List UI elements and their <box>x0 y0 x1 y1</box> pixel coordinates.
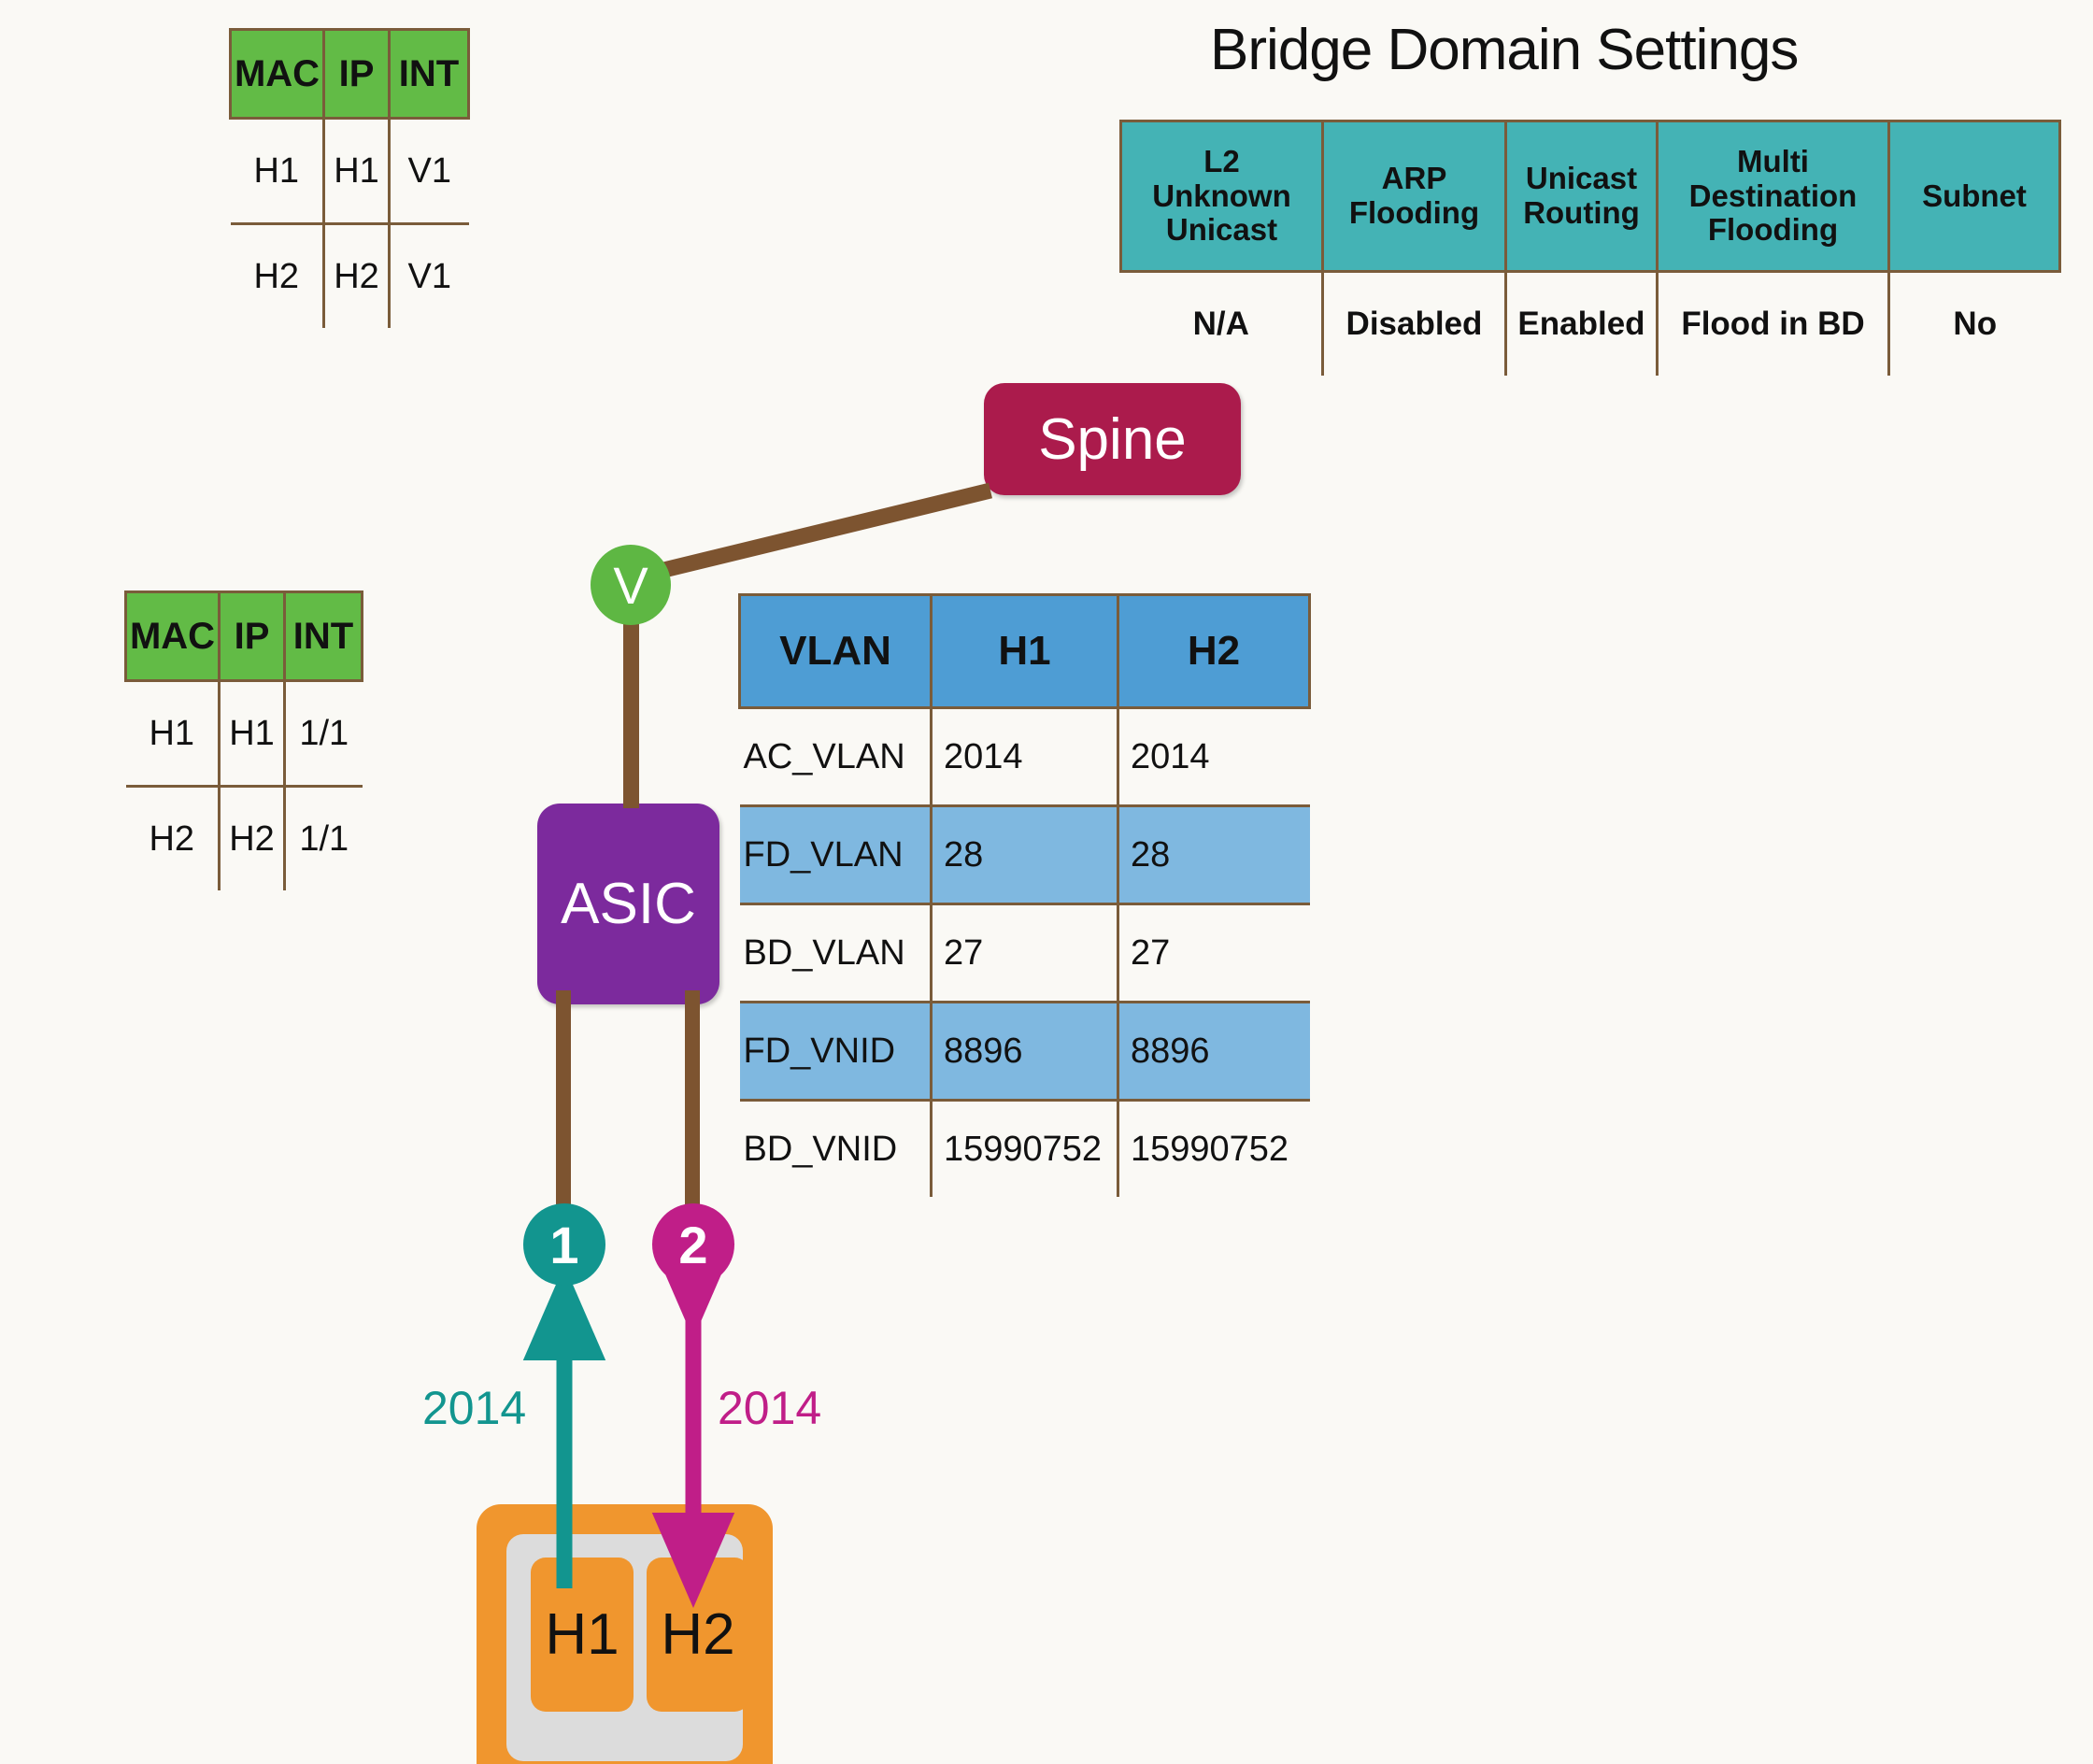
column-header-vlan: VLAN <box>738 593 933 709</box>
host-h1[interactable]: H1 <box>531 1558 634 1712</box>
column-header-arp-flooding: ARP Flooding <box>1321 120 1507 273</box>
header-line: ARP <box>1381 161 1447 196</box>
column-header-subnet: Subnet <box>1887 120 2061 273</box>
cell-h1: 2014 <box>930 707 1119 806</box>
table-row: FD_VNID 8896 8896 <box>739 1001 1310 1102</box>
cell-ip: H1 <box>322 118 391 224</box>
column-header-h2: H2 <box>1117 593 1311 709</box>
cell-arp-flooding: Disabled <box>1321 271 1507 376</box>
column-header-h1: H1 <box>930 593 1119 709</box>
cell-mac: H2 <box>230 222 325 328</box>
cell-subnet: No <box>1887 271 2060 376</box>
cell-h2: 8896 <box>1117 1001 1310 1102</box>
header-line: Flooding <box>1707 212 1839 248</box>
table-row: H2 H2 V1 <box>230 222 469 328</box>
column-header-ip: IP <box>218 590 286 682</box>
cell-ip: H2 <box>322 222 391 328</box>
cell-h2: 2014 <box>1117 707 1310 806</box>
column-header-unicast-routing: Unicast Routing <box>1504 120 1659 273</box>
cell-h2: 27 <box>1117 903 1310 1003</box>
column-header-mac: MAC <box>124 590 221 682</box>
step-badge-2[interactable]: 2 <box>652 1203 734 1286</box>
cell-h1: 27 <box>930 903 1119 1003</box>
column-header-mac: MAC <box>229 28 325 120</box>
table-header-row: MAC IP INT <box>124 590 363 682</box>
cell-l2-unknown-unicast: N/A <box>1120 271 1324 376</box>
cell-int: 1/1 <box>283 785 363 890</box>
table-row: BD_VLAN 27 27 <box>739 903 1310 1003</box>
flow-label-right: 2014 <box>718 1382 822 1434</box>
host-h2-label: H2 <box>661 1602 735 1667</box>
header-line: Unicast <box>1165 212 1278 248</box>
table-row: H2 H2 1/1 <box>125 785 363 890</box>
cell-h1: 28 <box>930 804 1119 905</box>
cell-h2: 28 <box>1117 804 1310 905</box>
column-header-int: INT <box>388 28 470 120</box>
cell-multi-destination-flooding: Flood in BD <box>1656 271 1890 376</box>
cell-unicast-routing: Enabled <box>1504 271 1659 376</box>
cell-vlan-label: FD_VNID <box>739 1001 933 1102</box>
cell-int: V1 <box>388 222 469 328</box>
asic-node[interactable]: ASIC <box>537 804 719 1004</box>
column-header-ip: IP <box>322 28 391 120</box>
mac-table-top: MAC IP INT H1 H1 V1 H2 H2 V1 <box>229 28 470 328</box>
cell-vlan-label: FD_VLAN <box>739 804 933 905</box>
table-row: FD_VLAN 28 28 <box>739 804 1310 905</box>
cell-ip: H1 <box>218 680 286 787</box>
cell-int: V1 <box>388 118 469 224</box>
table-row: H1 H1 1/1 <box>125 680 363 787</box>
cell-vlan-label: AC_VLAN <box>739 707 933 806</box>
column-header-int: INT <box>283 590 363 682</box>
host-h2[interactable]: H2 <box>647 1558 749 1712</box>
header-line: L2 <box>1203 143 1240 178</box>
link-asic-to-step1 <box>556 990 571 1243</box>
cell-vlan-label: BD_VLAN <box>739 903 933 1003</box>
cell-mac: H1 <box>230 118 325 224</box>
cell-h1: 15990752 <box>930 1100 1119 1197</box>
table-header-row: MAC IP INT <box>229 28 470 120</box>
cell-vlan-label: BD_VNID <box>739 1100 933 1197</box>
link-spine-to-vlan-badge <box>642 482 993 583</box>
header-line: Destination <box>1688 178 1858 213</box>
link-vlan-badge-to-asic <box>623 612 639 808</box>
link-asic-to-step2 <box>685 990 700 1243</box>
spine-node[interactable]: Spine <box>984 383 1241 495</box>
header-line: Subnet <box>1922 178 2027 213</box>
table-row: BD_VNID 15990752 15990752 <box>739 1100 1310 1197</box>
table-header-row: L2 Unknown Unicast ARP Flooding Unicast … <box>1119 120 2061 273</box>
cell-h1: 8896 <box>930 1001 1119 1102</box>
cell-ip: H2 <box>218 785 286 890</box>
column-header-l2-unknown-unicast: L2 Unknown Unicast <box>1119 120 1324 273</box>
host-container: H1 H2 <box>477 1504 773 1764</box>
mac-table-leaf: MAC IP INT H1 H1 1/1 H2 H2 1/1 <box>124 590 363 890</box>
bridge-domain-settings-table: L2 Unknown Unicast ARP Flooding Unicast … <box>1119 120 2061 376</box>
cell-mac: H2 <box>125 785 221 890</box>
header-line: Flooding <box>1348 195 1480 230</box>
vlan-mapping-table: VLAN H1 H2 AC_VLAN 2014 2014 FD_VLAN 28 … <box>738 593 1311 1197</box>
table-row: H1 H1 V1 <box>230 118 469 224</box>
step-badge-1[interactable]: 1 <box>523 1203 605 1286</box>
header-line: Unknown <box>1152 178 1291 213</box>
vlan-badge-icon[interactable]: V <box>591 545 671 625</box>
cell-int: 1/1 <box>283 680 363 787</box>
header-line: Multi <box>1737 143 1809 178</box>
bridge-domain-title: Bridge Domain Settings <box>1210 18 1799 82</box>
table-row: N/A Disabled Enabled Flood in BD No <box>1120 271 2060 376</box>
table-row: AC_VLAN 2014 2014 <box>739 707 1310 806</box>
header-line: Routing <box>1523 195 1640 230</box>
header-line: Unicast <box>1525 161 1638 196</box>
flow-label-left: 2014 <box>422 1382 527 1434</box>
table-header-row: VLAN H1 H2 <box>738 593 1311 709</box>
cell-mac: H1 <box>125 680 221 787</box>
column-header-multi-destination-flooding: Multi Destination Flooding <box>1656 120 1890 273</box>
cell-h2: 15990752 <box>1117 1100 1310 1197</box>
host-h1-label: H1 <box>545 1602 619 1667</box>
